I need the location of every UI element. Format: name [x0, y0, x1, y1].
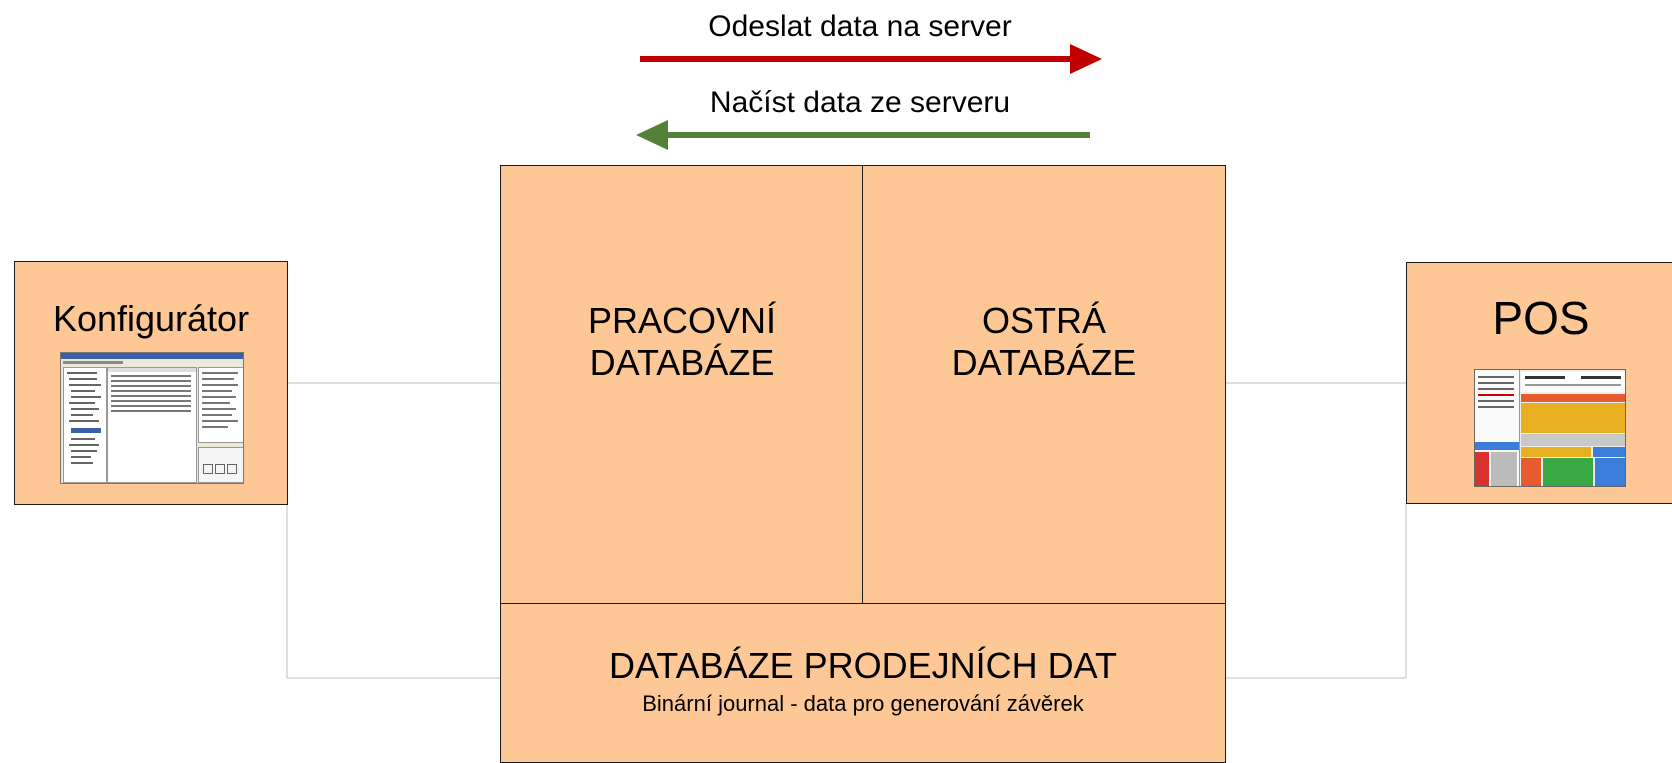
load-arrow	[636, 120, 1090, 150]
working-database: PRACOVNÍ DATABÁZE	[500, 165, 864, 605]
sales-database-title: DATABÁZE PRODEJNÍCH DAT	[608, 645, 1118, 686]
configurator-screenshot	[60, 352, 244, 484]
working-database-line1: PRACOVNÍ	[587, 300, 777, 341]
pos-title: POS	[1492, 292, 1590, 344]
live-database-line1: OSTRÁ	[981, 300, 1106, 341]
sales-database-subtitle: Binární journal - data pro generování zá…	[642, 691, 1084, 716]
sales-database: DATABÁZE PRODEJNÍCH DAT Binární journal …	[500, 603, 1226, 763]
pos-box: POS	[1406, 262, 1672, 504]
configurator-title: Konfigurátor	[52, 298, 250, 339]
send-arrow-label: Odeslat data na server	[708, 10, 1012, 43]
configurator-box: Konfigurátor	[14, 261, 288, 505]
live-database: OSTRÁ DATABÁZE	[862, 165, 1226, 605]
pos-screenshot	[1474, 369, 1626, 487]
load-arrow-label: Načíst data ze serveru	[709, 86, 1011, 119]
working-database-line2: DATABÁZE	[589, 342, 775, 383]
send-arrow	[640, 44, 1102, 74]
live-database-line2: DATABÁZE	[951, 342, 1137, 383]
